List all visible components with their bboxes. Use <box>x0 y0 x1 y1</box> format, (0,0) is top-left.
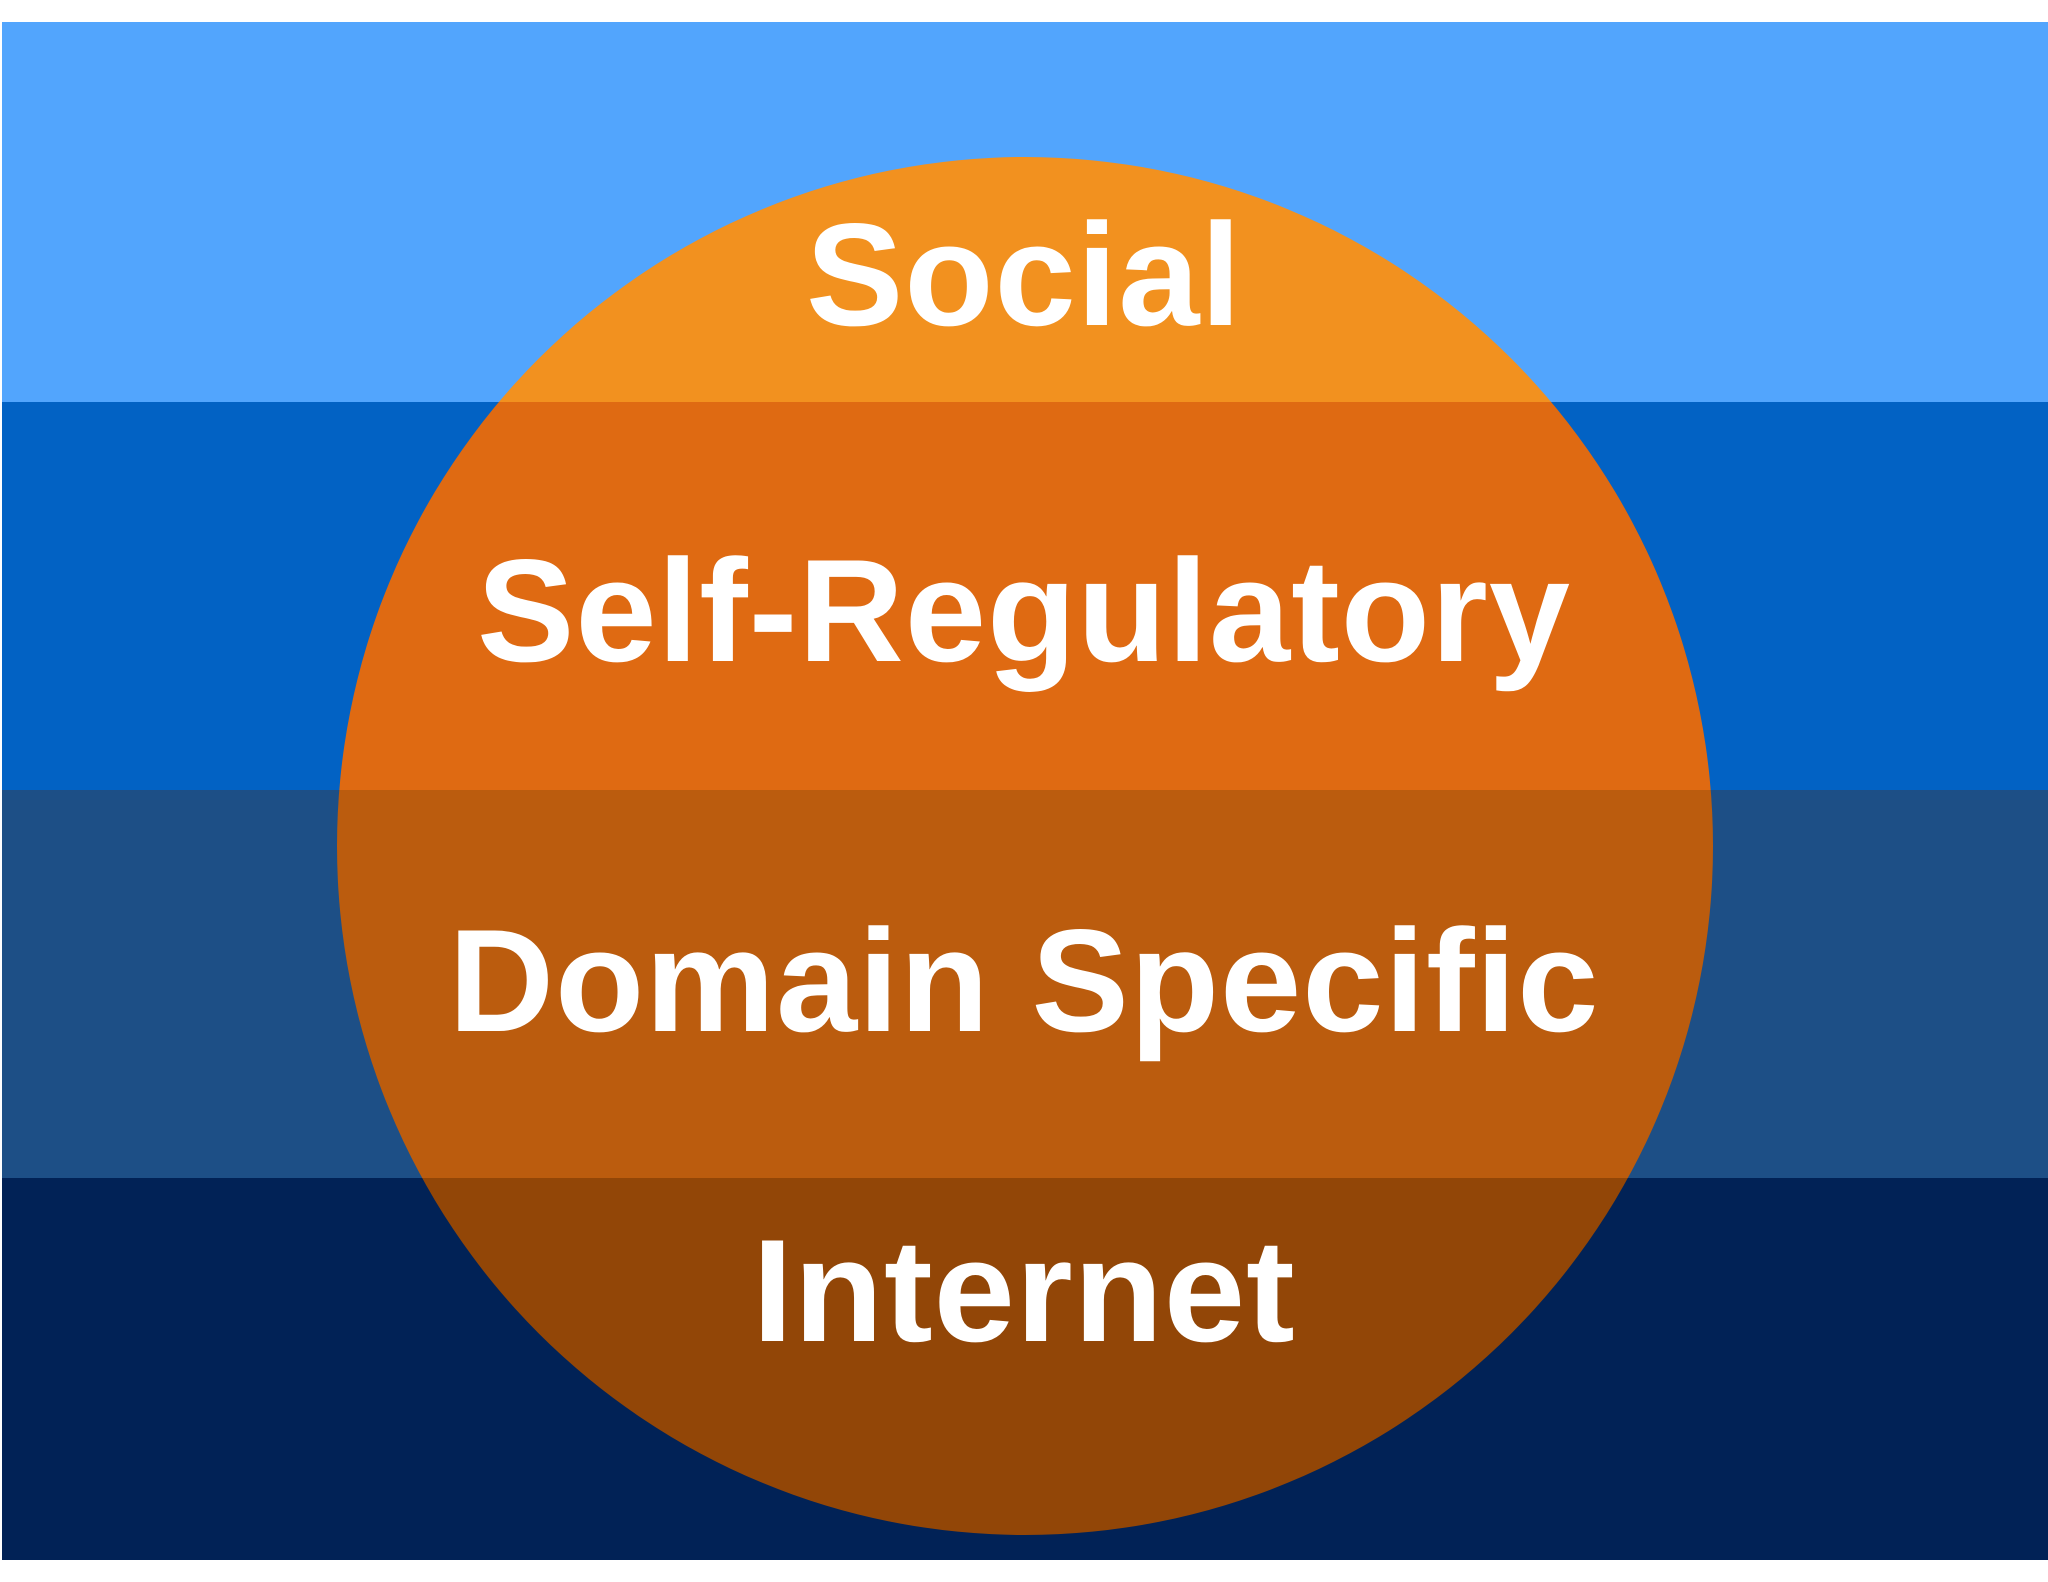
label-internet: Internet <box>752 1209 1296 1372</box>
label-domain-specific: Domain Specific <box>448 899 1600 1062</box>
circle-segment-domain-specific <box>337 790 1713 1178</box>
circle-segment-self-regulatory <box>337 402 1713 790</box>
label-self-regulatory: Self-Regulatory <box>477 529 1571 692</box>
label-social: Social <box>805 193 1243 356</box>
